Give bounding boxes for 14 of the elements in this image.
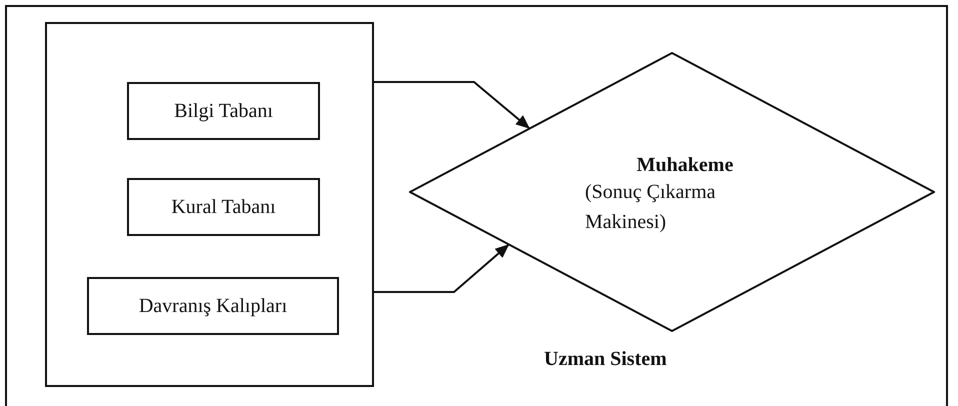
process-box <box>127 82 320 140</box>
system-frame <box>5 5 948 406</box>
box-label: Kural Tabanı <box>171 196 276 218</box>
box-label: Davranış Kalıpları <box>138 294 288 318</box>
arrow <box>374 244 510 293</box>
decision-diamond <box>409 52 935 332</box>
diamond-text: (Sonuç Çıkarma Makinesi) <box>585 180 717 235</box>
arrow <box>374 81 530 129</box>
process-box <box>127 178 320 236</box>
box-label: Bilgi Tabanı <box>174 100 273 122</box>
process-box <box>87 277 339 335</box>
system-title: Uzman Sistem <box>544 348 667 371</box>
diamond-heading: Muhakeme <box>636 154 734 177</box>
component-container <box>45 22 374 387</box>
